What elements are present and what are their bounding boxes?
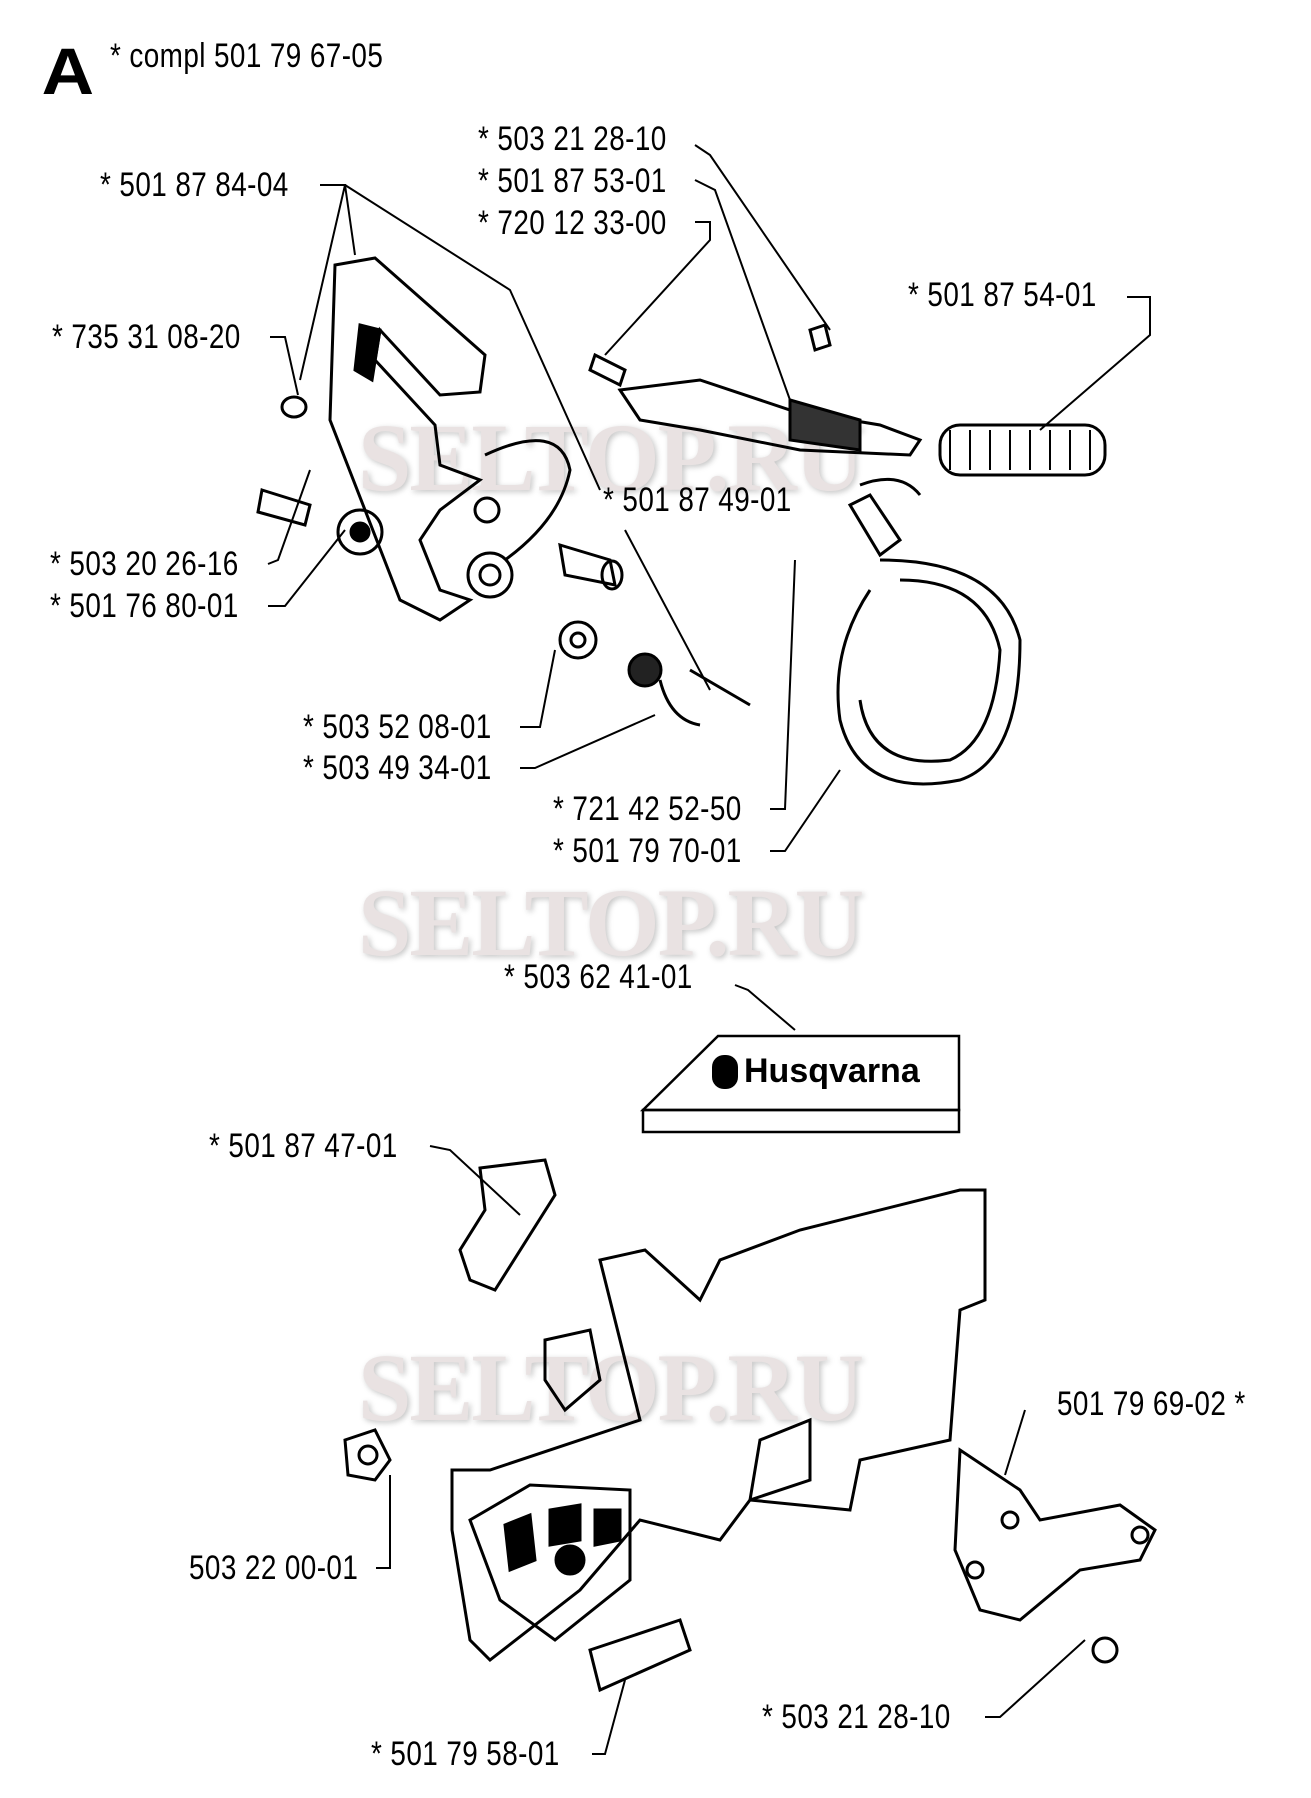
part-label: * 503 49 34-01 <box>303 749 492 787</box>
part-label: * 501 76 80-01 <box>50 587 239 625</box>
clutch-cover-housing <box>343 1158 1157 1693</box>
part-label: * 735 31 08-20 <box>52 318 241 356</box>
part-label: * 501 87 53-01 <box>478 162 667 200</box>
husqvarna-logo: Husqvarna <box>712 1052 920 1091</box>
part-label: * 501 79 70-01 <box>553 832 742 870</box>
part-label: * 501 87 54-01 <box>908 276 1097 314</box>
watermark: SELTOP.RU <box>358 404 864 511</box>
part-label: * 501 87 47-01 <box>209 1127 398 1165</box>
chain-brake-cover <box>328 256 572 622</box>
part-label: * 503 20 26-16 <box>50 545 239 583</box>
part-label: 503 22 00-01 <box>189 1549 359 1587</box>
part-label: * 503 21 28-10 <box>762 1698 951 1736</box>
part-label: * 501 87 84-04 <box>100 166 289 204</box>
part-label: 501 79 69-02 * <box>1057 1385 1246 1423</box>
part-label: * 503 62 41-01 <box>504 958 693 996</box>
assembly-label: * compl 501 79 67-05 <box>110 37 384 75</box>
part-label: * 503 52 08-01 <box>303 708 492 746</box>
section-letter: A <box>41 34 95 108</box>
part-label: * 501 87 49-01 <box>603 481 792 519</box>
decal-brand-text: Husqvarna <box>744 1052 920 1090</box>
husqvarna-crown-icon <box>712 1054 738 1089</box>
watermark: SELTOP.RU <box>358 1334 864 1441</box>
part-label: * 721 42 52-50 <box>553 790 742 828</box>
part-label: * 503 21 28-10 <box>478 120 667 158</box>
husqvarna-decal <box>639 1034 961 1134</box>
leader-lines <box>267 144 1151 1755</box>
small-parts <box>256 323 1107 786</box>
part-label: * 720 12 33-00 <box>478 204 667 242</box>
watermark: SELTOP.RU <box>358 869 864 976</box>
part-label: * 501 79 58-01 <box>371 1735 560 1773</box>
